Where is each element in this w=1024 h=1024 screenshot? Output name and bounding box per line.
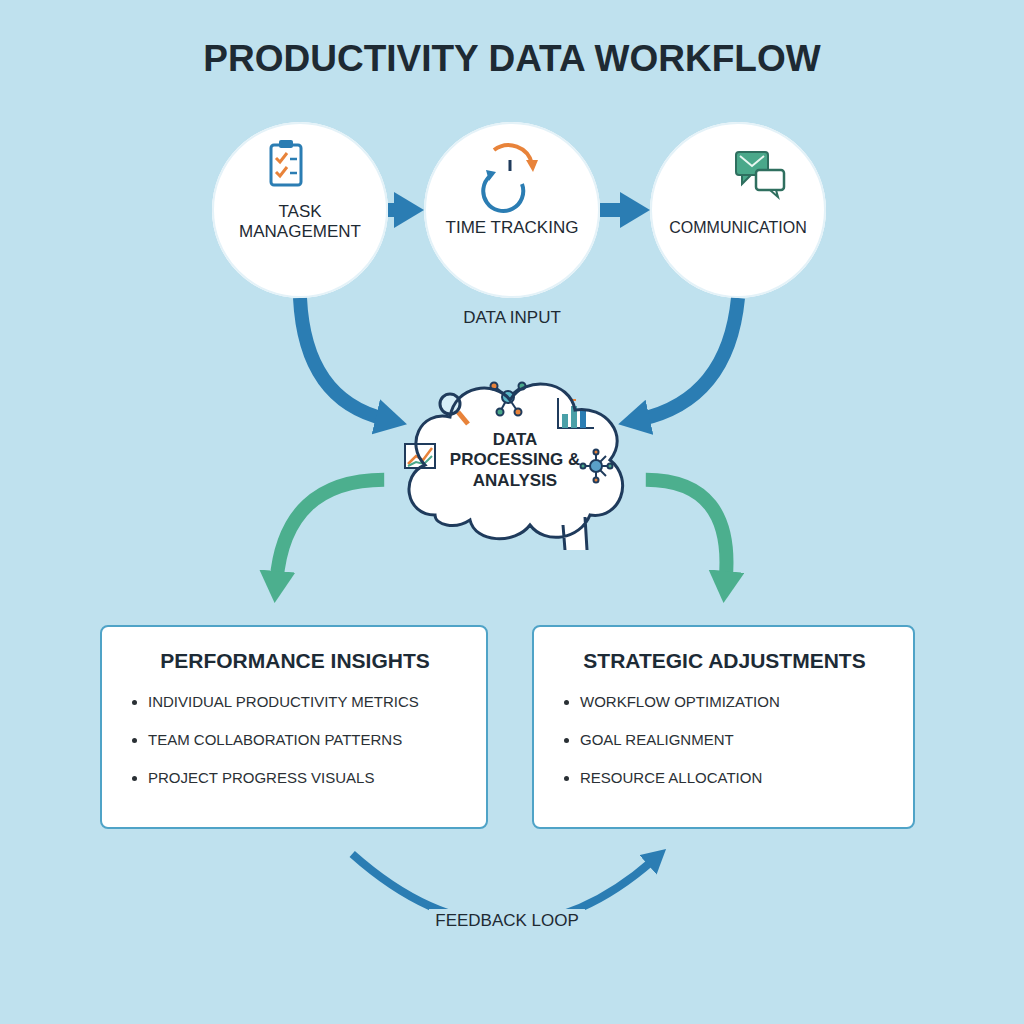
bullet-item: INDIVIDUAL PRODUCTIVITY METRICS — [124, 693, 466, 711]
flow-arrow — [300, 298, 385, 419]
cloud-fill — [409, 384, 623, 550]
insight-box: PERFORMANCE INSIGHTS INDIVIDUAL PRODUCTIV… — [100, 625, 488, 829]
clock-icon — [483, 145, 538, 211]
node-text: DATA PROCESSING & ANALYSIS — [449, 430, 581, 491]
source-circle: TASK MANAGEMENT — [212, 122, 388, 298]
bullet-text: TEAM COLLABORATION PATTERNS — [148, 731, 402, 748]
bullet-text: GOAL REALIGNMENT — [580, 731, 734, 748]
bullet-dot — [564, 738, 569, 743]
bar-chart-icon — [558, 398, 594, 428]
bullet-dot — [564, 700, 569, 705]
flow-arrow — [600, 203, 629, 217]
circle-edge — [425, 123, 599, 297]
bullet-item: TEAM COLLABORATION PATTERNS — [124, 731, 466, 749]
bullet-item: GOAL REALIGNMENT — [556, 731, 893, 749]
bullet-dot — [132, 738, 137, 743]
clipboard-icon — [271, 140, 301, 185]
bullet-item: PROJECT PROGRESS VISUALS — [124, 769, 466, 787]
flow-arrow — [646, 480, 727, 581]
magnifier-icon — [440, 394, 468, 424]
circle-edge — [651, 123, 825, 297]
circle-outline — [424, 122, 600, 298]
flow-arrow — [388, 203, 403, 217]
bullet-text: PROJECT PROGRESS VISUALS — [148, 769, 374, 786]
flow-arrow — [276, 480, 384, 581]
source-circle: TIME TRACKING — [424, 122, 600, 298]
box-heading: STRATEGIC ADJUSTMENTS — [556, 649, 893, 673]
bullet-text: RESOURCE ALLOCATION — [580, 769, 762, 786]
circle-outline — [650, 122, 826, 298]
edge-label: FEEDBACK LOOP — [429, 909, 585, 933]
node-text: TASK MANAGEMENT — [230, 202, 370, 243]
node-text: COMMUNICATION — [656, 218, 820, 237]
gear-network-icon — [581, 450, 613, 483]
source-circle: COMMUNICATION — [650, 122, 826, 298]
circle-fills — [212, 122, 826, 298]
diagram-title: PRODUCTIVITY DATA WORKFLOW — [0, 38, 1024, 80]
adjustment-box: STRATEGIC ADJUSTMENTS WORKFLOW OPTIMIZATI… — [532, 625, 915, 829]
annotation-label: DATA INPUT — [463, 308, 561, 328]
bullet-text: INDIVIDUAL PRODUCTIVITY METRICS — [148, 693, 419, 710]
flow-arrow — [640, 298, 738, 419]
box-heading: PERFORMANCE INSIGHTS — [124, 649, 466, 673]
node-text: TIME TRACKING — [432, 218, 592, 238]
bullet-dot — [132, 776, 137, 781]
bullet-dot — [132, 700, 137, 705]
circle-edge — [213, 123, 387, 297]
cloud-edge — [409, 384, 623, 550]
chat-icon — [736, 152, 784, 197]
bullet-item: WORKFLOW OPTIMIZATION — [556, 693, 893, 711]
bullet-item: RESOURCE ALLOCATION — [556, 769, 893, 787]
bullet-text: WORKFLOW OPTIMIZATION — [580, 693, 780, 710]
bullet-dot — [564, 776, 569, 781]
processing-cloud: DATA PROCESSING & ANALYSIS — [395, 365, 635, 550]
